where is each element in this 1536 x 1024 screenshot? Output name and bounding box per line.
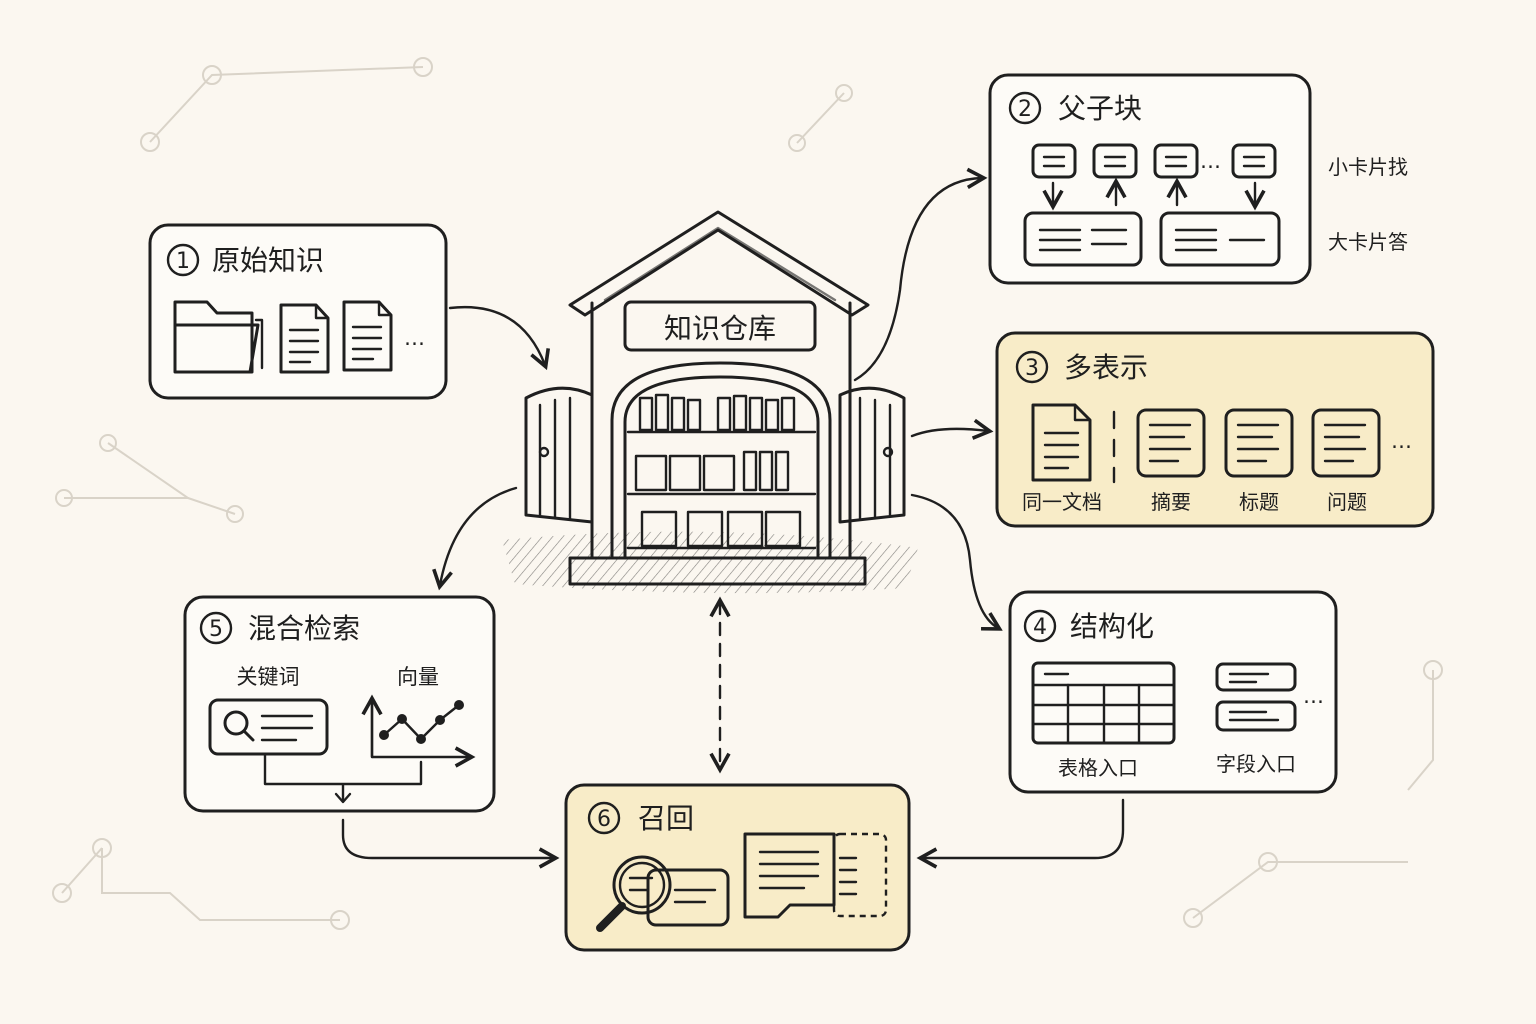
box-parent-child: 2 父子块 … — [988, 73, 1312, 285]
connectors — [341, 178, 1125, 858]
label-vector: 向量 — [397, 665, 439, 689]
keyword-search-icon — [208, 698, 329, 756]
box-raw-knowledge: 1 原始知识 … — [148, 223, 448, 400]
box-hybrid-title: 混合检索 — [248, 612, 360, 645]
arrow-hybrid-to-recall — [341, 818, 554, 858]
arrow-to-parent-child — [853, 178, 982, 382]
box-multi-title: 多表示 — [1064, 351, 1148, 384]
document-icon — [279, 303, 330, 374]
box-recall-title: 召回 — [638, 802, 694, 835]
merge-arrow-icon — [334, 792, 352, 804]
result-documents-icon — [743, 832, 888, 919]
box-raw-more: … — [404, 326, 425, 350]
small-chunk-icon — [1031, 143, 1077, 179]
shelf-boards — [626, 430, 817, 550]
box-multi-representation: 3 多表示 … 同一文档 摘要 标题 问题 — [995, 331, 1435, 528]
box-multi-number: 3 — [1025, 356, 1039, 381]
box-parent-child-more: … — [1200, 149, 1221, 173]
arrow-to-multi-rep — [910, 429, 988, 436]
books-icon — [638, 393, 796, 432]
retrieved-card-icon — [646, 868, 730, 927]
right-door — [838, 386, 906, 524]
door-knob-icon — [538, 446, 550, 458]
table-icon — [1031, 661, 1176, 745]
box-hybrid-search: 5 混合检索 关键词 向量 — [183, 595, 496, 813]
label-title: 标题 — [1239, 490, 1279, 514]
warehouse-roof — [568, 210, 870, 317]
storage-boxes-icon — [634, 450, 802, 548]
label-question: 问题 — [1327, 490, 1367, 514]
box-raw-title: 原始知识 — [212, 244, 324, 277]
side-note-small-card: 小卡片找 — [1328, 155, 1408, 179]
decor-network — [52, 57, 1443, 930]
small-chunk-icon — [1153, 143, 1199, 179]
box-recall: 6 召回 — [564, 783, 911, 952]
vector-plot-icon — [372, 700, 470, 757]
large-chunk-icon — [1159, 211, 1281, 267]
merge-bracket — [263, 753, 423, 802]
box-parent-child-number: 2 — [1018, 97, 1032, 122]
small-chunk-icon — [1231, 143, 1277, 179]
warehouse-arch — [610, 361, 832, 560]
arrow-to-structured — [910, 493, 998, 628]
field-card-icon — [1215, 662, 1297, 732]
arrow-structured-to-recall — [922, 798, 1125, 858]
label-summary: 摘要 — [1151, 490, 1191, 514]
label-keyword: 关键词 — [237, 665, 300, 689]
summary-card-icon — [1136, 408, 1206, 478]
box-structured-more: … — [1303, 684, 1324, 708]
box-structured-title: 结构化 — [1070, 610, 1154, 643]
left-door — [524, 386, 594, 524]
box-structured: 4 结构化 … 表格入口 字段入口 — [1008, 590, 1338, 794]
label-field-entry: 字段入口 — [1216, 752, 1296, 776]
document-icon — [1031, 403, 1092, 482]
box-parent-child-title: 父子块 — [1058, 92, 1142, 125]
box-structured-number: 4 — [1033, 615, 1047, 640]
door-knob-icon — [882, 446, 894, 458]
warehouse-sign-text: 知识仓库 — [664, 312, 776, 345]
box-hybrid-number: 5 — [209, 617, 223, 642]
question-card-icon — [1311, 408, 1381, 478]
small-chunk-icon — [1092, 143, 1138, 179]
document-icon — [342, 300, 393, 372]
arrow-raw-to-warehouse — [448, 305, 545, 365]
box-recall-number: 6 — [597, 807, 611, 832]
side-note-large-card: 大卡片答 — [1328, 230, 1408, 254]
warehouse-sign — [623, 300, 817, 352]
box-multi-more: … — [1391, 429, 1412, 453]
arrow-to-hybrid — [440, 486, 518, 585]
large-chunk-icon — [1023, 211, 1143, 267]
warehouse-illustration: 知识仓库 — [502, 210, 918, 594]
folder-icon — [173, 300, 264, 374]
label-table-entry: 表格入口 — [1058, 756, 1138, 780]
label-same-document: 同一文档 — [1022, 490, 1102, 514]
title-card-icon — [1224, 408, 1294, 478]
magnifier-icon — [596, 855, 672, 932]
box-raw-number: 1 — [176, 249, 190, 274]
